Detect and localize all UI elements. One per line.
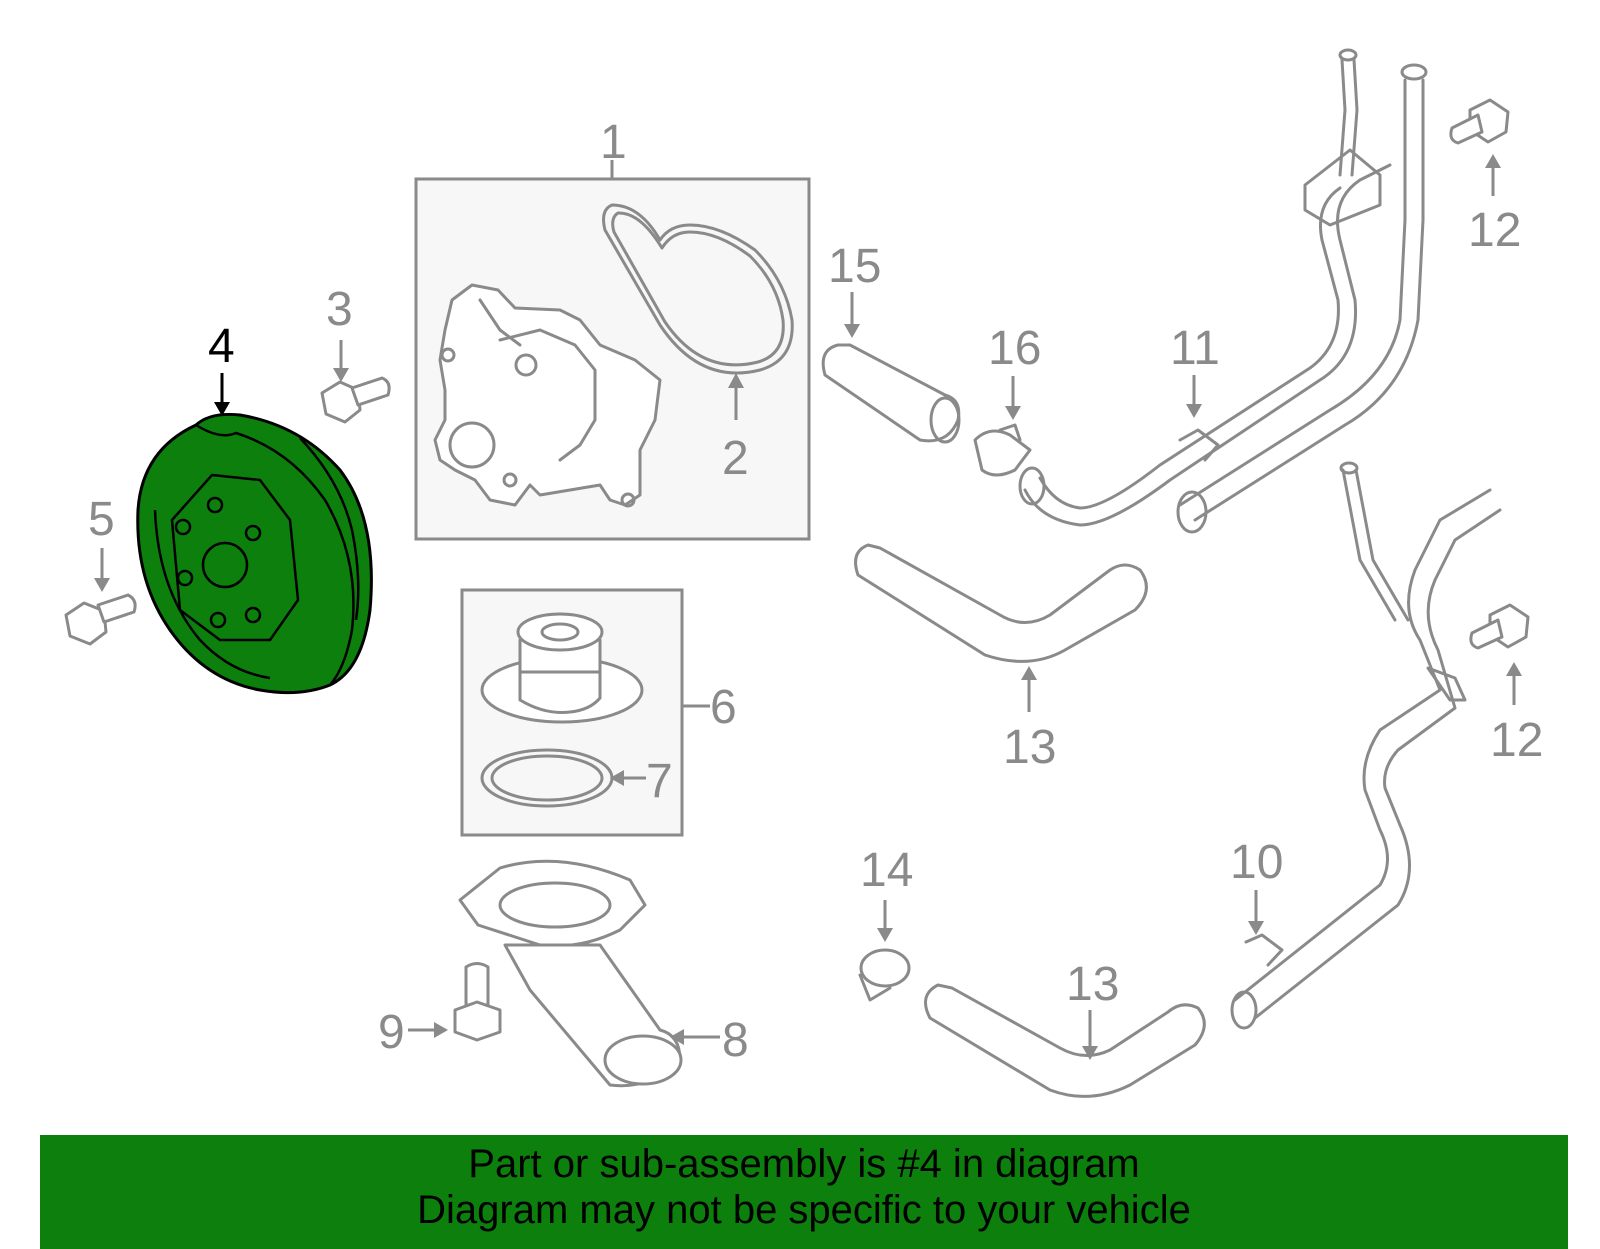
hose-13-upper[interactable] [854, 543, 1148, 663]
banner-line-2: Diagram may not be specific to your vehi… [417, 1188, 1191, 1232]
callout-13-upper: 13 [1003, 721, 1056, 774]
bolt-12-lower[interactable] [1469, 603, 1530, 650]
water-outlet[interactable] [458, 859, 683, 1088]
hose-15[interactable] [821, 343, 961, 444]
callout-12-upper: 12 [1468, 204, 1521, 257]
water-pump-pulley[interactable] [136, 413, 373, 695]
banner-line-1: Part or sub-assembly is #4 in diagram [468, 1142, 1140, 1186]
callout-6: 6 [710, 681, 737, 734]
water-pipe-11[interactable] [1018, 48, 1428, 534]
callout-12-lower: 12 [1490, 714, 1543, 767]
callout-14: 14 [860, 844, 913, 897]
callout-2: 2 [722, 432, 749, 485]
callout-16: 16 [988, 322, 1041, 375]
clamp-14[interactable] [858, 948, 911, 1002]
water-pump-body[interactable] [433, 283, 662, 508]
callout-7: 7 [646, 755, 673, 808]
callout-5: 5 [88, 493, 115, 546]
bolt-5[interactable] [64, 593, 137, 646]
clamp-16[interactable] [973, 423, 1032, 477]
water-pipe-10[interactable] [1230, 461, 1502, 1030]
bolt-9[interactable] [453, 962, 502, 1042]
bolt-12-upper[interactable] [1449, 98, 1510, 145]
callout-13-lower: 13 [1066, 958, 1119, 1011]
water-pump-gasket[interactable] [602, 203, 794, 375]
callout-1: 1 [600, 116, 627, 169]
callout-4: 4 [208, 320, 235, 373]
callout-15: 15 [828, 240, 881, 293]
callout-3: 3 [326, 283, 353, 336]
bolt-3[interactable] [320, 376, 391, 424]
callout-10: 10 [1230, 836, 1283, 889]
thermostat[interactable] [480, 612, 644, 724]
callout-9: 9 [378, 1006, 405, 1059]
callout-11: 11 [1170, 322, 1220, 375]
info-banner: Part or sub-assembly is #4 in diagram Di… [40, 1135, 1568, 1249]
callout-8: 8 [722, 1014, 749, 1067]
hose-13-lower[interactable] [924, 983, 1206, 1098]
